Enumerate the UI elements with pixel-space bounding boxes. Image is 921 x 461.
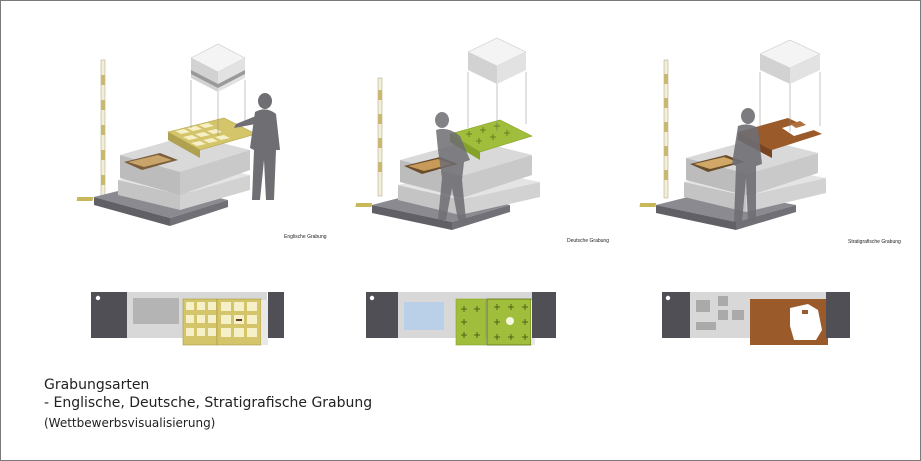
hood-cube-2 xyxy=(467,37,527,84)
measuring-pole-3 xyxy=(663,59,669,199)
description-block: Grabungsarten - Englische, Deutsche, Str… xyxy=(44,376,372,433)
plan-englische xyxy=(91,292,284,346)
hood-cube-1 xyxy=(190,43,246,92)
hood-cube-3 xyxy=(759,39,821,84)
visitor-silhouette-3 xyxy=(732,108,762,222)
description-list-line: - Englische, Deutsche, Stratigrafische G… xyxy=(44,395,373,411)
description-note: (Wettbewerbsvisualisierung) xyxy=(44,416,216,430)
plan-stratigrafische xyxy=(662,292,850,345)
visitor-silhouette-1 xyxy=(234,93,280,200)
scene-caption-3: Stratigrafische Grabung xyxy=(848,239,901,245)
scene-caption-1: Englische Grabung xyxy=(284,234,327,240)
scene-caption-2: Deutsche Grabung xyxy=(567,238,609,244)
visitor-silhouette-2 xyxy=(435,112,470,220)
measuring-pole-2 xyxy=(377,77,383,197)
description-title: Grabungsarten xyxy=(44,377,150,393)
plan-deutsche xyxy=(366,292,556,346)
